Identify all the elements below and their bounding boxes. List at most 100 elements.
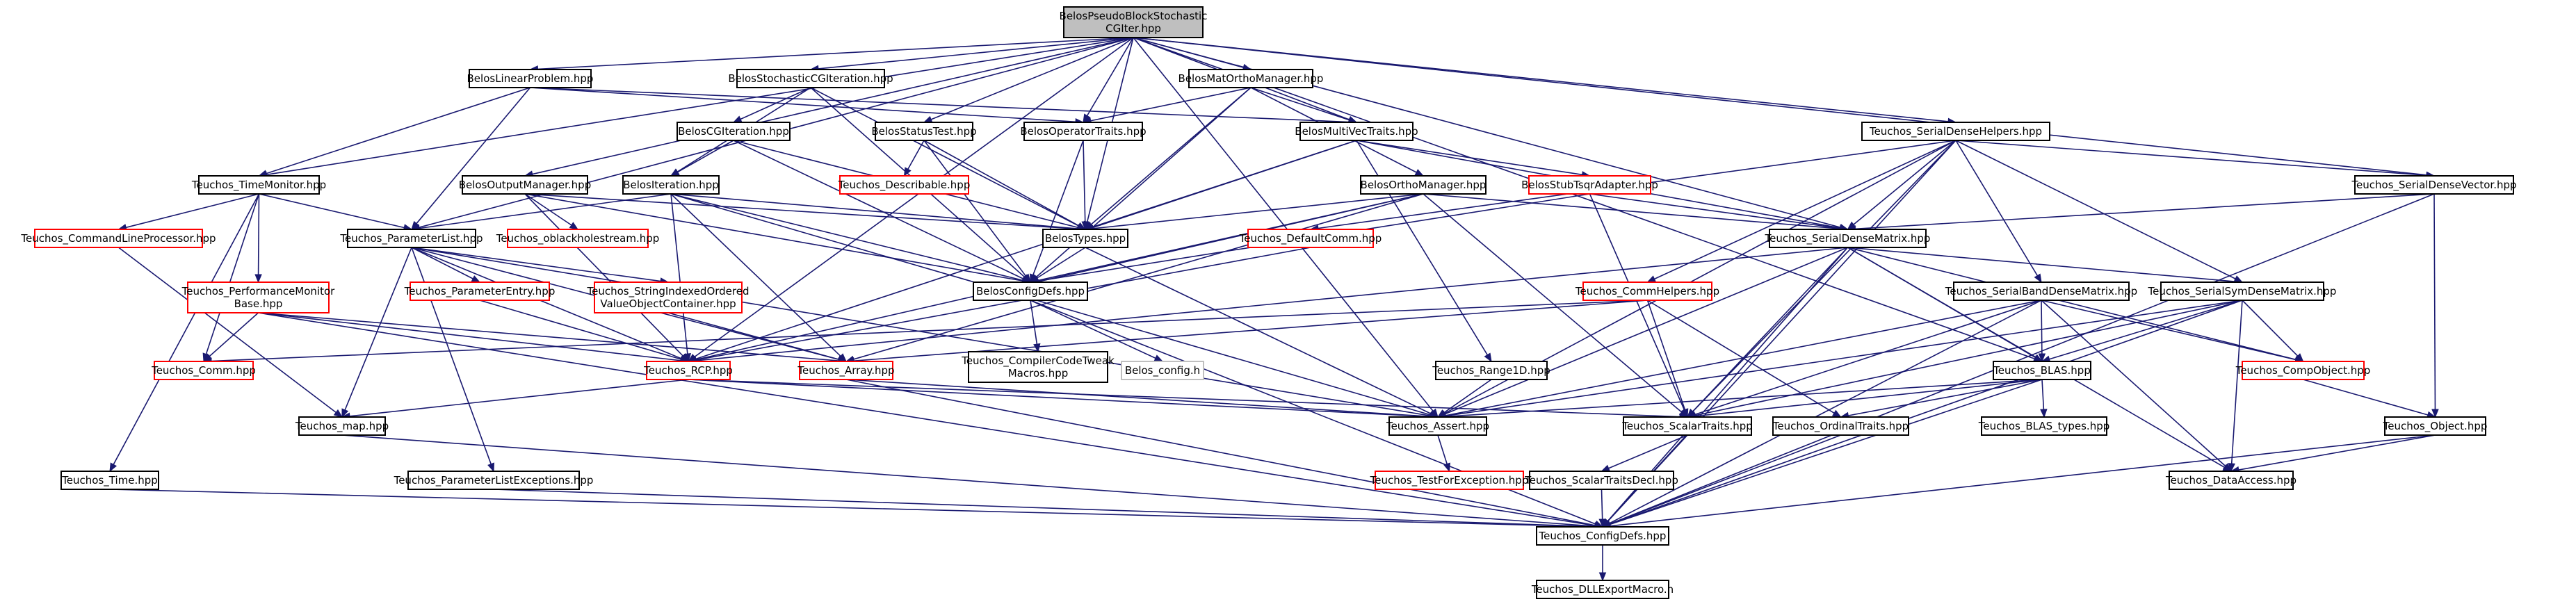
node-label: Macros.hpp [1008,367,1069,379]
node-box [1861,122,2050,141]
edge-arrowhead [1153,354,1164,362]
node-commhelpers[interactable]: Teuchos_CommHelpers.hpp [1575,281,1719,301]
node-label: Teuchos_Object.hpp [2383,420,2488,433]
edge-outmgr-to-btypes [524,193,1087,233]
edge-line [670,193,688,354]
node-sbdm[interactable]: Teuchos_SerialBandDenseMatrix.hpp [1945,281,2137,301]
node-sdhelpers[interactable]: Teuchos_SerialDenseHelpers.hpp [1861,122,2050,141]
node-assert[interactable]: Teuchos_Assert.hpp [1386,416,1489,436]
node-timemon[interactable]: Teuchos_TimeMonitor.hpp [191,175,326,195]
node-comm[interactable]: Teuchos_Comm.hpp [151,361,256,380]
edge-line [211,300,1648,362]
node-ssdm[interactable]: Teuchos_SerialSymDenseMatrix.hpp [2148,281,2337,301]
node-sdvector[interactable]: Teuchos_SerialDenseVector.hpp [2351,175,2517,195]
edge-iteration-to-rcp [670,193,692,363]
node-box [407,471,580,490]
node-status[interactable]: BelosStatusTest.hpp [871,122,977,141]
edge-ssdm-to-dataaccess [2228,300,2243,473]
node-stubtsqr[interactable]: BelosStubTsqrAdapter.hpp [1521,175,1658,195]
node-box [1435,361,1548,380]
node-tobject[interactable]: Teuchos_Object.hpp [2383,416,2488,436]
node-label: BelosOrthoManager.hpp [1361,179,1487,191]
node-blas[interactable]: Teuchos_BLAS.hpp [1993,361,2091,380]
node-compobj[interactable]: Teuchos_CompObject.hpp [2235,361,2371,380]
node-strindexed[interactable]: Teuchos_StringIndexedOrderedValueObjectC… [587,281,750,313]
node-box [839,175,969,195]
node-plist[interactable]: Teuchos_ParameterList.hpp [339,229,483,248]
edge-arrowhead [1598,519,1606,528]
node-scalartraits[interactable]: Teuchos_ScalarTraits.hpp [1621,416,1753,436]
edge-line [1609,300,2042,524]
node-blastypes[interactable]: Teuchos_BLAS_types.hpp [1978,416,2110,436]
node-ordinal[interactable]: Teuchos_OrdinalTraits.hpp [1772,416,1909,436]
edge-line [258,312,681,361]
node-label: Teuchos_Comm.hpp [151,364,256,377]
node-box [594,281,743,313]
edge-line [1694,379,2043,417]
node-bconfig[interactable]: BelosConfigDefs.hpp [973,281,1088,301]
edge-line [109,489,1596,528]
edge-line [1847,247,2225,468]
edge-line [740,87,811,120]
edge-line [2041,300,2226,467]
edge-plistex-to-tconfig [493,489,1604,530]
edge-line [1437,434,1448,464]
node-label: BelosOperatorTraits.hpp [1020,125,1146,138]
node-testfor[interactable]: Teuchos_TestForException.hpp [1370,471,1529,490]
edge-line [695,247,1311,361]
edge-line [2049,300,2243,360]
node-dllexport[interactable]: Teuchos_DLLExportMacro.h [1531,580,1674,599]
node-box [1772,416,1909,436]
node-array[interactable]: Teuchos_Array.hpp [797,361,895,380]
node-label: Teuchos_CommandLineProcessor.hpp [20,232,216,245]
edge-arrowhead [109,462,118,473]
node-oblackhole[interactable]: Teuchos_oblackholestream.hpp [496,229,660,248]
node-matortho[interactable]: BelosMatOrthoManager.hpp [1178,69,1324,88]
edge-root-to-outmgr [524,37,1134,178]
node-sctdecl[interactable]: Teuchos_ScalarTraitsDecl.hpp [1524,471,1678,490]
node-stochcg[interactable]: BelosStochasticCGIteration.hpp [728,69,893,88]
edge-arrowhead [2228,463,2235,473]
node-btypes[interactable]: BelosTypes.hpp [1042,229,1128,248]
node-sdmatrix[interactable]: Teuchos_SerialDenseMatrix.hpp [1765,229,1931,248]
node-label: Teuchos_RCP.hpp [643,364,733,377]
edge-line [537,37,1134,70]
node-rcp[interactable]: Teuchos_RCP.hpp [643,361,733,380]
edge-line [930,37,1134,120]
node-pentry[interactable]: Teuchos_ParameterEntry.hpp [404,281,556,301]
node-label: Teuchos_ScalarTraits.hpp [1621,420,1753,433]
node-cgiter[interactable]: BelosCGIteration.hpp [677,122,791,141]
node-mvTraits[interactable]: BelosMultiVecTraits.hpp [1295,122,1418,141]
node-tconfig[interactable]: Teuchos_ConfigDefs.hpp [1536,526,1669,546]
edge-line [411,247,661,282]
edge-line [1133,37,1434,411]
node-plistex[interactable]: Teuchos_ParameterListExceptions.hpp [394,471,594,490]
edge-line [1445,379,2043,418]
node-iteration[interactable]: BelosIteration.hpp [622,175,720,195]
edge-line [1133,37,2035,360]
edge-line [258,312,1596,527]
node-describable[interactable]: Teuchos_Describable.hpp [838,175,971,195]
node-range1d[interactable]: Teuchos_Range1D.hpp [1432,361,1550,380]
node-dataaccess[interactable]: Teuchos_DataAccess.hpp [2165,471,2296,490]
node-orthomgr[interactable]: BelosOrthoManager.hpp [1360,175,1487,195]
node-tmap[interactable]: Teuchos_map.hpp [295,416,389,436]
edge-line [411,247,492,464]
node-box [1536,526,1669,546]
edge-line [416,87,531,225]
node-ttime[interactable]: Teuchos_Time.hpp [60,471,159,490]
node-label: Belos_config.h [1125,364,1200,377]
node-label: BelosIteration.hpp [623,179,719,191]
node-label: Teuchos_TimeMonitor.hpp [191,179,326,192]
node-defcomm[interactable]: Teuchos_DefaultComm.hpp [1239,229,1382,248]
edge-line [1694,300,2243,416]
node-outmgr[interactable]: BelosOutputManager.hpp [459,175,591,195]
node-linprob[interactable]: BelosLinearProblem.hpp [467,69,594,88]
node-opTraits[interactable]: BelosOperatorTraits.hpp [1020,122,1147,141]
node-belosconfigh[interactable]: Belos_config.h [1121,361,1204,380]
edge-rcp-to-tmap [341,379,689,420]
node-cmdline[interactable]: Teuchos_CommandLineProcessor.hpp [20,229,216,248]
